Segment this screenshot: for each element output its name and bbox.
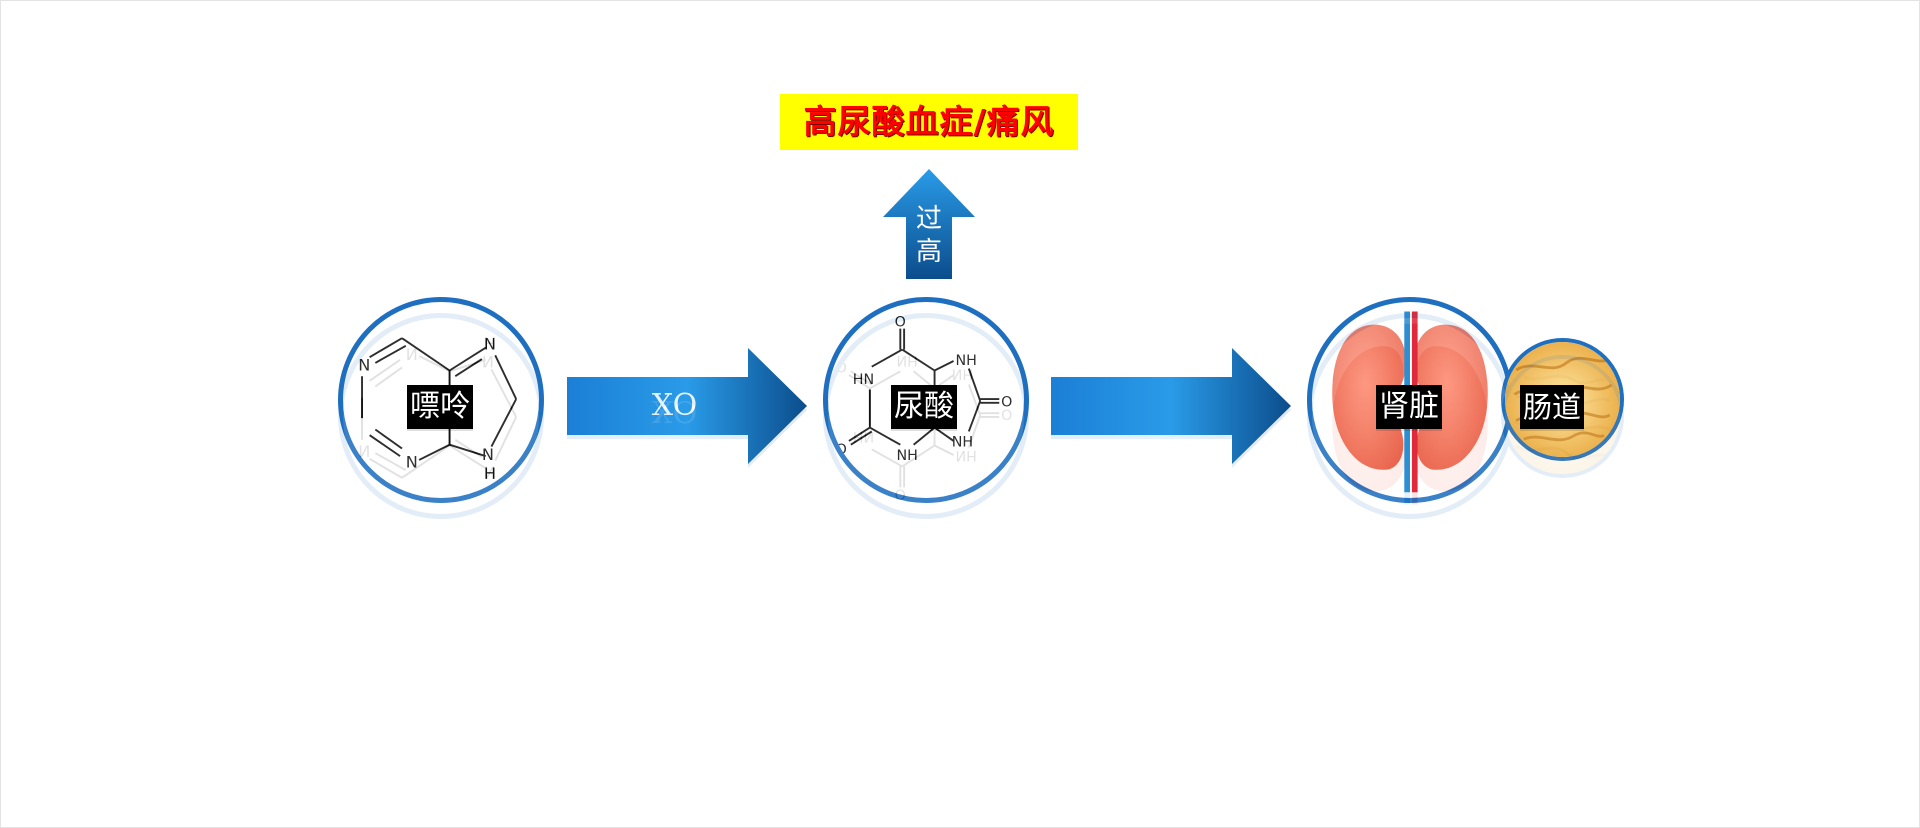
atom-n-2: N (406, 453, 418, 472)
up-arrow-label-line2: 高 (915, 237, 942, 267)
up-arrow-label: 过 高 (908, 203, 950, 269)
atom-o-3: O (1001, 395, 1012, 411)
atom-n-3: N (484, 335, 496, 354)
arrow-xo-label: XO (651, 388, 698, 423)
atom-nh-2: NH (955, 353, 976, 369)
up-arrow-label-line1: 过 (915, 204, 942, 234)
atom-hn-1: HN (853, 372, 874, 388)
kidney-label: 肾脏 (1376, 385, 1442, 429)
atom-nh-1: NH (897, 448, 918, 464)
atom-nh-3: NH (952, 435, 973, 451)
title-box: 高尿酸血症/痛风 (780, 94, 1078, 150)
uric-acid-label: 尿酸 (891, 385, 957, 429)
arrow-excretion-icon (1051, 348, 1291, 464)
gut-label: 肠道 (1520, 385, 1585, 429)
atom-o-1: O (895, 315, 906, 331)
atom-n-1: N (358, 356, 370, 375)
atom-o-2: O (836, 442, 847, 458)
purine-label: 嘌呤 (407, 385, 473, 429)
atom-n-4: N (482, 445, 494, 464)
up-arrow-icon (883, 169, 975, 279)
title-text: 高尿酸血症/痛风 (803, 102, 1055, 141)
atom-h-1: H (484, 464, 496, 483)
